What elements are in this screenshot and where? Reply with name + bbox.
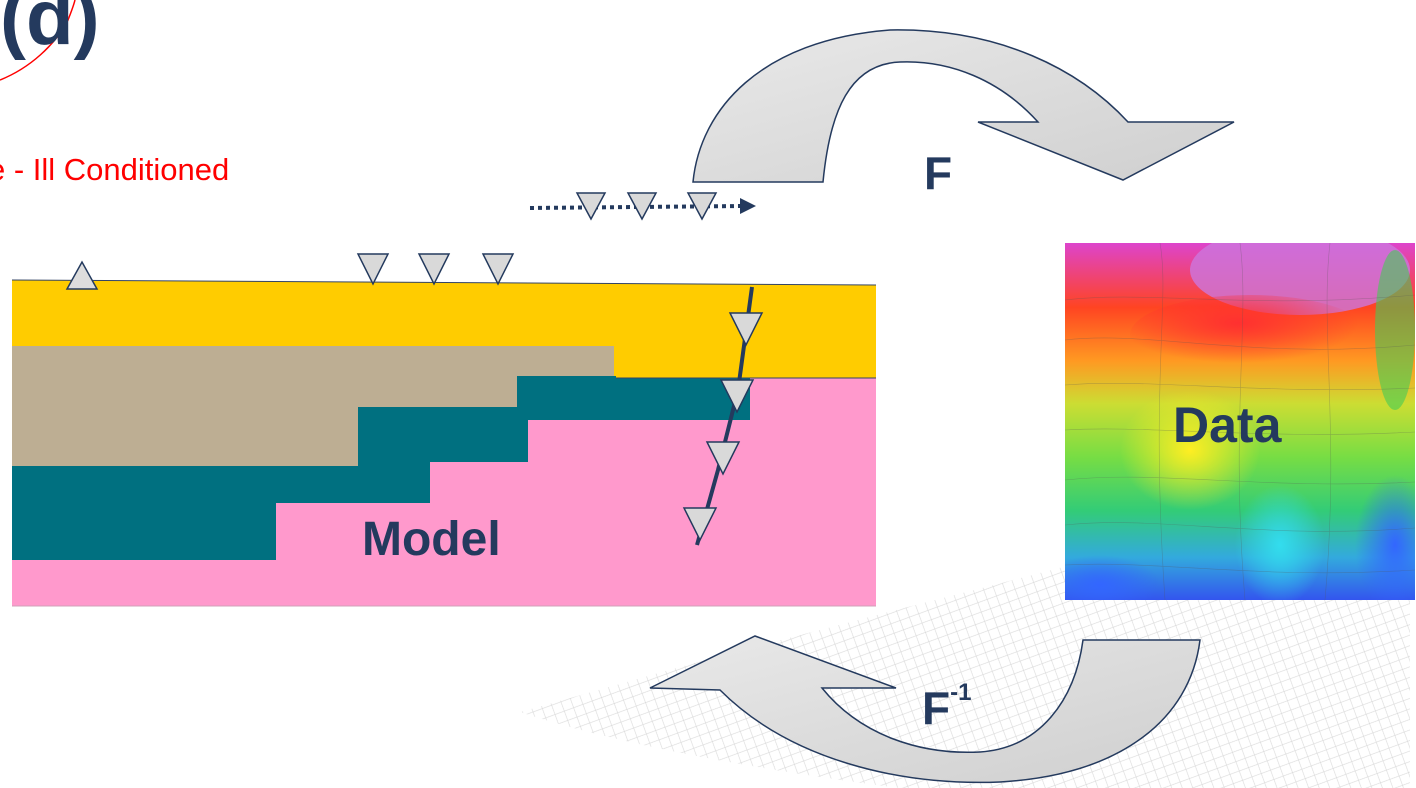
borehole-receiver — [728, 312, 764, 347]
model-surface-line — [11, 279, 877, 286]
layer-teal — [12, 376, 750, 560]
layer-tan — [12, 346, 614, 466]
survey-triangle — [626, 192, 658, 221]
panel-label: (d) — [0, 0, 100, 61]
red-circle-arc — [0, 0, 76, 81]
borehole-receiver — [682, 507, 718, 542]
model-label: Model — [362, 513, 501, 566]
forward-arrow — [692, 29, 1235, 183]
receiver-triangle — [481, 253, 515, 286]
inverse-operator-exponent: -1 — [950, 679, 972, 706]
survey-triangle — [686, 192, 718, 221]
subtitle: e - Ill Conditioned — [0, 152, 230, 187]
borehole-receiver — [719, 379, 755, 414]
inverse-operator-base: F — [922, 682, 951, 734]
borehole-receiver — [705, 441, 741, 476]
survey-line-arrow — [529, 192, 756, 221]
data-label: Data — [1173, 397, 1282, 453]
survey-triangle — [575, 192, 607, 221]
forward-operator-label: F — [924, 147, 953, 199]
data-map — [1065, 243, 1415, 600]
receiver-triangle — [417, 253, 451, 286]
source-triangle — [65, 260, 99, 290]
inverse-arrow — [649, 635, 1201, 784]
receiver-triangle — [356, 253, 390, 286]
inverse-operator-label: F-1 — [922, 681, 971, 734]
